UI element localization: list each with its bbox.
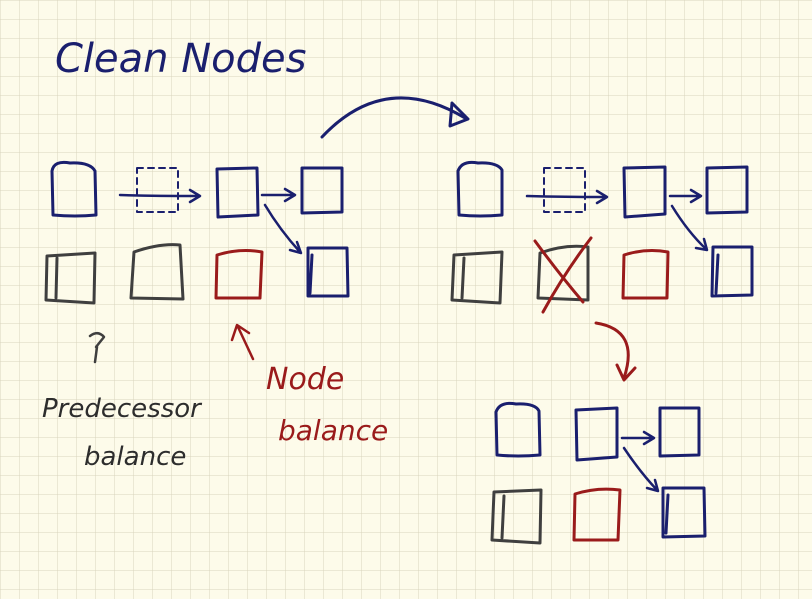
- red-node-bottom: [572, 487, 622, 542]
- gray-node-left-1: [44, 251, 97, 305]
- blue-node-right-b: [705, 165, 749, 215]
- blue-node-bottom-b: [658, 406, 701, 458]
- dashed-node-left: [136, 167, 179, 213]
- arrow-bottom-a-to-b: [620, 430, 656, 446]
- blue-node-left-c: [306, 246, 350, 298]
- blue-node-left-a: [215, 166, 260, 219]
- blue-node-bottom-a: [574, 406, 619, 462]
- gray-node-bottom: [490, 488, 543, 545]
- node-balance-label-line1: Node: [266, 362, 344, 397]
- arrow-bottom-a-to-c: [622, 446, 660, 493]
- arrow-left-a-to-b: [260, 187, 297, 203]
- predecessor-balance-label-line2: balance: [84, 442, 186, 472]
- page-title: Clean Nodes: [55, 36, 306, 82]
- blue-node-right-c: [710, 245, 754, 298]
- arrow-right-a-to-c: [670, 204, 709, 252]
- red-node-right: [621, 249, 670, 300]
- transition-arrow-down: [594, 321, 637, 382]
- arrow-up-to-gray-node: [88, 332, 106, 364]
- transition-arrow-top: [320, 96, 470, 139]
- red-cross-mark: [533, 236, 593, 314]
- blue-node-left-b: [300, 166, 344, 215]
- blue-node-right-a: [622, 165, 667, 219]
- arrow-right-head-to-node: [525, 189, 609, 205]
- arrow-left-head-to-node: [118, 188, 202, 204]
- arrow-left-a-to-c: [263, 203, 303, 255]
- predecessor-balance-label-line1: Predecessor: [42, 394, 203, 424]
- gray-node-right-1: [450, 250, 504, 305]
- blue-node-left-head: [50, 160, 98, 218]
- blue-node-bottom-head: [494, 401, 542, 458]
- arrow-up-to-red-node: [230, 323, 255, 361]
- gray-node-left-2: [129, 243, 185, 301]
- gray-node-right-2-deleted: [536, 244, 590, 302]
- arrow-right-a-to-b: [668, 188, 703, 204]
- red-node-left: [214, 249, 264, 300]
- blue-node-bottom-c: [661, 486, 707, 539]
- dashed-node-right: [543, 167, 586, 213]
- blue-node-right-head: [456, 160, 504, 218]
- node-balance-label-line2: balance: [278, 414, 388, 447]
